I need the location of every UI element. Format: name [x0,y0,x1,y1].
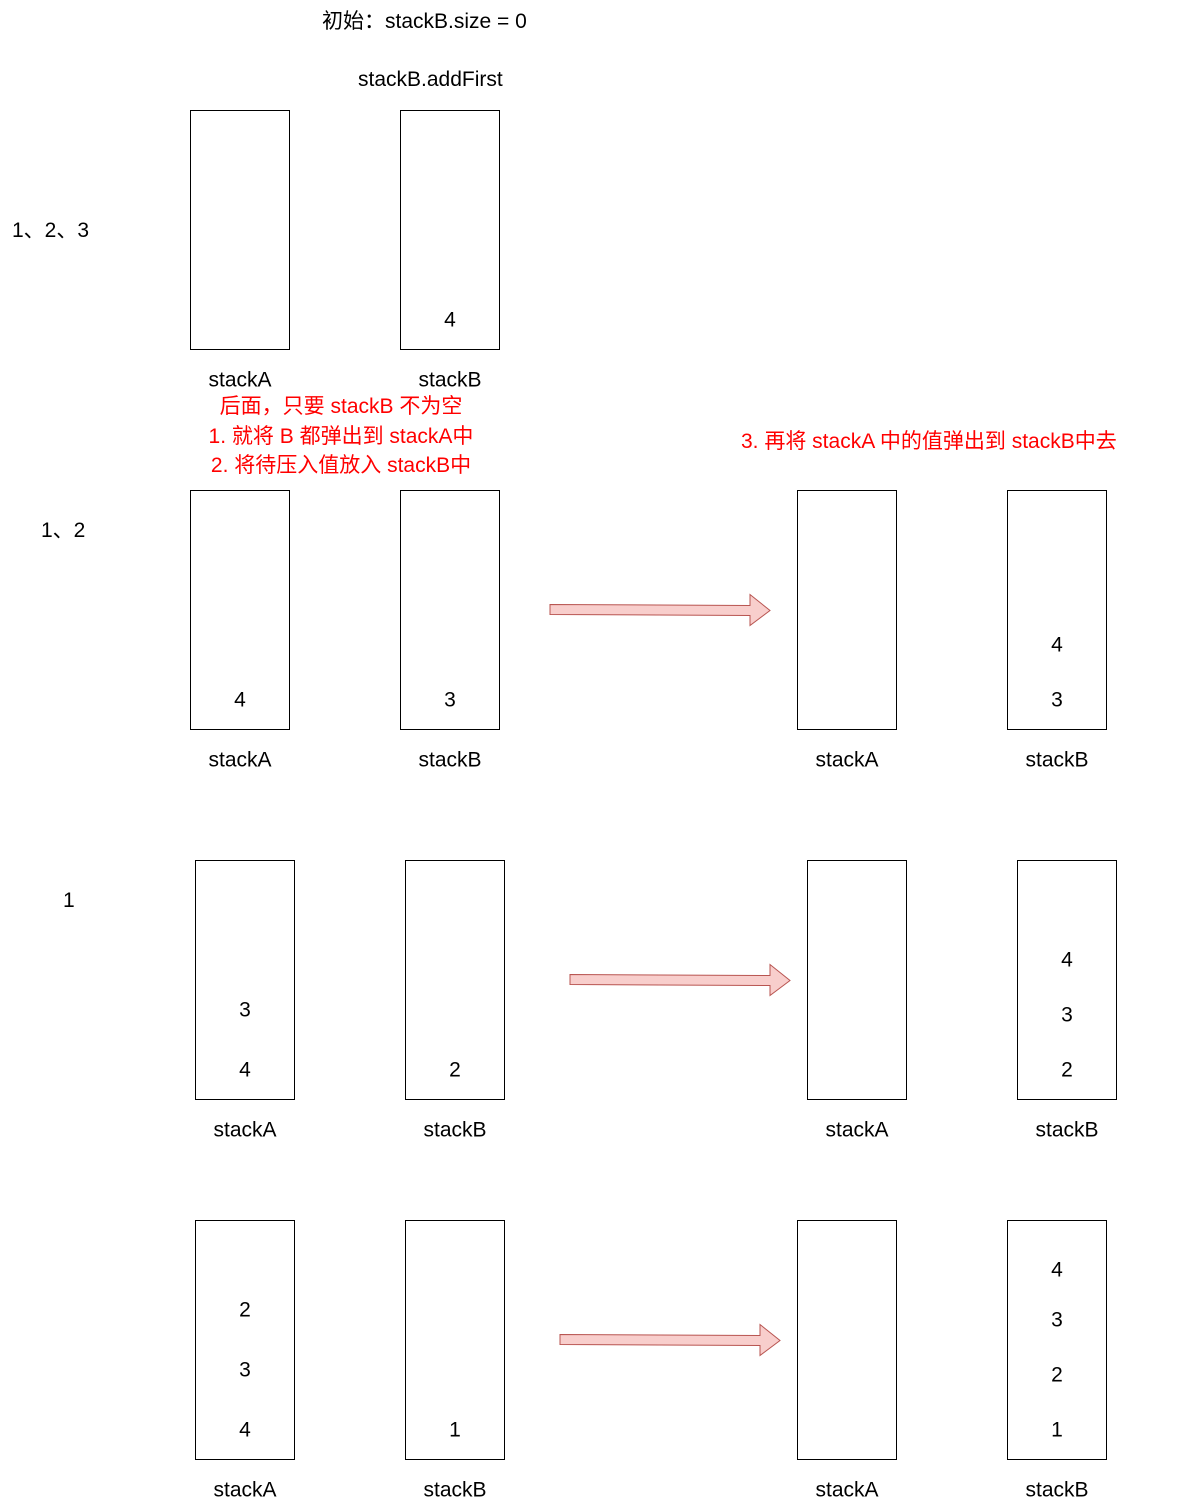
stack-value: 3 [239,998,251,1022]
stack-value: 4 [1051,633,1063,657]
stack-label-b: stackB [423,1478,487,1502]
stack-box-a [797,490,897,730]
stack-value: 4 [444,308,456,332]
stack-label-a: stackA [815,1478,879,1502]
stack-value: 3 [444,688,456,712]
stack-label-b: stackB [423,1118,487,1142]
stack-box-a [797,1220,897,1460]
stack-label-b: stackB [1025,748,1089,772]
stack-label-b: stackB [1025,1478,1089,1502]
stack-value: 3 [239,1358,251,1382]
stack-value: 4 [239,1058,251,1082]
stack-box-b [1007,490,1107,730]
stack-value: 4 [1061,948,1073,972]
stack-box-a [195,1220,295,1460]
stack-box-b [1017,860,1117,1100]
stack-label-b: stackB [418,748,482,772]
note-left-line-1: 后面，只要 stackB 不为空 [219,395,463,418]
stack-label-a: stackA [213,1118,277,1142]
stack-box-b [400,490,500,730]
stack-value: 2 [1061,1058,1073,1082]
stack-label-a: stackA [825,1118,889,1142]
stack-value: 3 [1051,1308,1063,1332]
stack-value: 2 [239,1298,251,1322]
note-left-line-3: 2. 将待压入值放入 stackB中 [210,454,472,477]
stack-box-b [400,110,500,350]
stack-box-a [807,860,907,1100]
stack-value: 4 [1051,1258,1063,1282]
note-right: 3. 再将 stackA 中的值弹出到 stackB中去 [741,430,1117,453]
stack-value: 4 [234,688,246,712]
stack-value: 2 [1051,1363,1063,1387]
arrow-shape [549,593,771,627]
note-left-line-2: 1. 就将 B 都弹出到 stackA中 [208,425,474,448]
stack-value: 3 [1051,688,1063,712]
row-label-3: 1 [63,889,75,912]
stack-label-b: stackB [1035,1118,1099,1142]
stack-value: 4 [239,1418,251,1442]
row-label-2: 1、2 [41,519,86,542]
stack-box-b [1007,1220,1107,1460]
stack-label-a: stackA [208,368,272,392]
stack-box-a [195,860,295,1100]
title-initial: 初始：stackB.size = 0 [322,10,527,33]
arrow-shape [569,963,791,997]
title-method: stackB.addFirst [358,68,503,91]
stack-value: 1 [1051,1418,1063,1442]
stack-value: 3 [1061,1003,1073,1027]
stack-box-b [405,860,505,1100]
stack-box-b [405,1220,505,1460]
stack-label-b: stackB [418,368,482,392]
stack-label-a: stackA [213,1478,277,1502]
stack-box-a [190,110,290,350]
stack-value: 2 [449,1058,461,1082]
stack-box-a [190,490,290,730]
arrow-shape [559,1323,781,1357]
row-label-1: 1、2、3 [12,219,90,242]
stack-value: 1 [449,1418,461,1442]
stack-label-a: stackA [208,748,272,772]
stack-label-a: stackA [815,748,879,772]
